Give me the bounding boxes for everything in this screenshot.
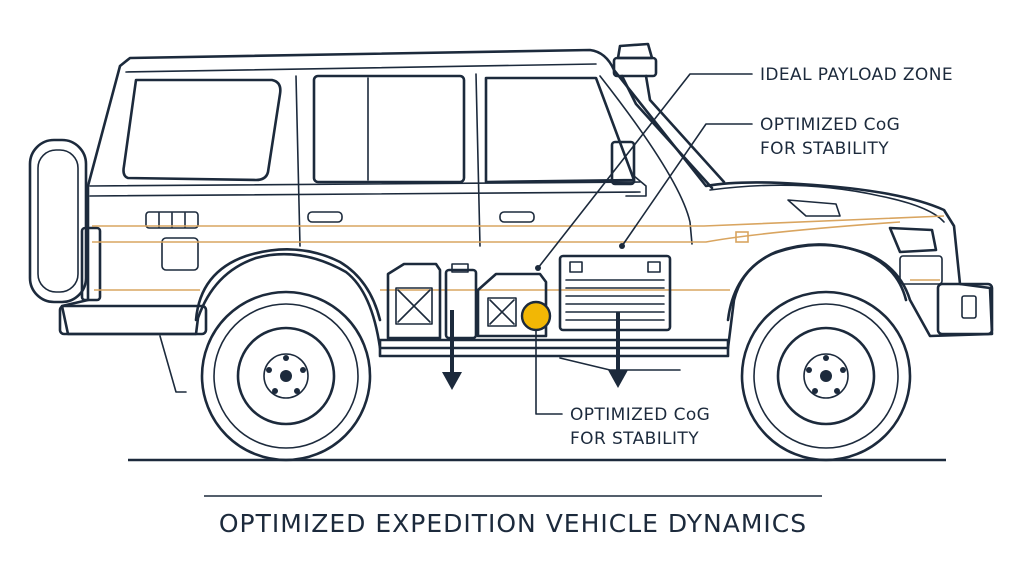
leader-cog-lower bbox=[535, 329, 563, 415]
jerry-can-icon bbox=[444, 263, 478, 340]
wheel-icon bbox=[740, 290, 912, 462]
leader-payload bbox=[537, 73, 753, 269]
label-cog-upper-line1: OPTIMIZED CoG bbox=[760, 115, 900, 135]
wheel-icon bbox=[200, 290, 372, 462]
leader-cog-upper bbox=[621, 123, 753, 247]
spare-tire-icon bbox=[28, 138, 102, 304]
label-cog-upper-line2: FOR STABILITY bbox=[760, 139, 889, 159]
label-cog-lower-line2: FOR STABILITY bbox=[570, 429, 699, 449]
snorkel-icon bbox=[612, 42, 726, 190]
cog-marker-icon bbox=[520, 300, 552, 332]
down-arrow-icon bbox=[608, 312, 628, 388]
jerry-can-icon bbox=[476, 272, 548, 338]
label-cog-lower-line1: OPTIMIZED CoG bbox=[570, 405, 710, 425]
body-outline bbox=[60, 48, 994, 350]
page-title: OPTIMIZED EXPEDITION VEHICLE DYNAMICS bbox=[219, 509, 807, 538]
storage-drawer-icon bbox=[558, 254, 672, 332]
down-arrow-icon bbox=[442, 310, 462, 390]
vehicle-illustration bbox=[28, 42, 994, 462]
label-ideal-payload-zone: IDEAL PAYLOAD ZONE bbox=[760, 65, 953, 85]
jerry-can-icon bbox=[386, 262, 442, 340]
